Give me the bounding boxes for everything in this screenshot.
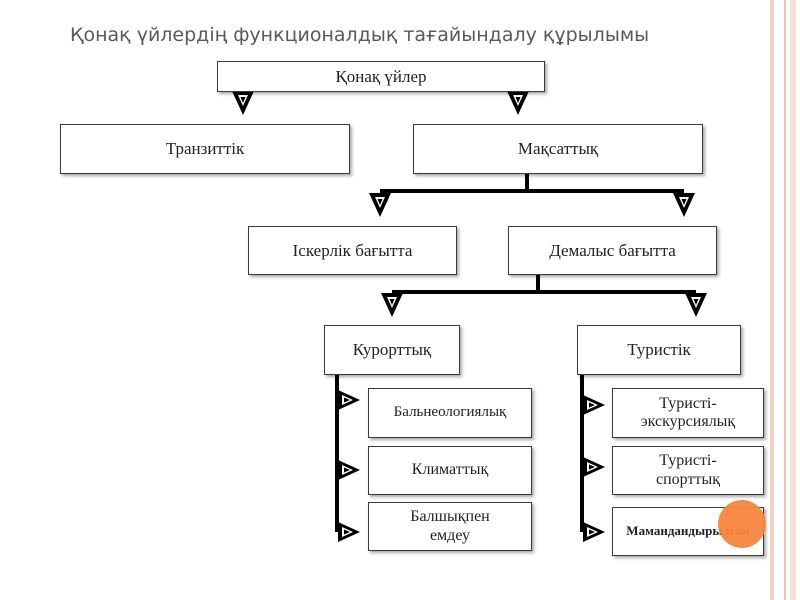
arrow-right-icon	[583, 395, 605, 415]
node-sport: Туристі-спорттық	[612, 446, 764, 495]
node-label: Қонақ үйлер	[335, 66, 427, 86]
border-stripe	[770, 0, 774, 600]
node-climate: Климаттық	[368, 446, 532, 495]
node-label: Мақсаттық	[517, 139, 599, 159]
node-tourist: Туристік	[577, 325, 741, 375]
node-label: Климаттық	[411, 461, 489, 479]
arrow-down-icon	[381, 293, 403, 317]
arrow-down-icon	[685, 293, 707, 317]
node-label: Бальнеологиялық	[393, 404, 507, 421]
arrow-down-icon	[507, 91, 529, 115]
node-leisure: Демалыс бағытта	[508, 226, 717, 275]
arrow-right-icon	[338, 522, 360, 542]
node-label: Іскерлік бағытта	[292, 240, 413, 260]
node-label: Туристік	[627, 340, 691, 360]
page-title: Қонақ үйлердің функционалдық тағайындалу…	[70, 24, 650, 46]
node-label: Транзиттік	[165, 139, 245, 159]
node-resort: Курорттық	[324, 325, 460, 375]
border-stripe	[784, 0, 786, 600]
arrow-down-icon	[369, 193, 391, 217]
node-label: Туристі-спорттық	[656, 452, 720, 488]
node-hotels: Қонақ үйлер	[217, 61, 545, 92]
node-purpose: Мақсаттық	[413, 124, 703, 174]
arrow-down-icon	[232, 91, 254, 115]
node-label: Демалыс бағытта	[549, 240, 676, 260]
arrow-down-icon	[673, 193, 695, 217]
node-business: Іскерлік бағытта	[248, 226, 457, 275]
accent-dot	[718, 500, 766, 548]
arrow-right-icon	[338, 390, 360, 410]
node-transit: Транзиттік	[60, 124, 350, 174]
node-label: Балшықпен емдеу	[410, 508, 490, 544]
node-excursion: Туристі-экскурсиялық	[612, 388, 764, 438]
node-mud: Балшықпен емдеу	[368, 502, 532, 551]
node-balneo: Бальнеологиялық	[368, 388, 532, 438]
border-stripe	[790, 0, 796, 600]
node-label: Курорттық	[352, 340, 432, 360]
arrow-right-icon	[338, 460, 360, 480]
node-label: Туристі-экскурсиялық	[640, 394, 736, 430]
arrow-right-icon	[583, 522, 605, 542]
arrow-right-icon	[583, 457, 605, 477]
